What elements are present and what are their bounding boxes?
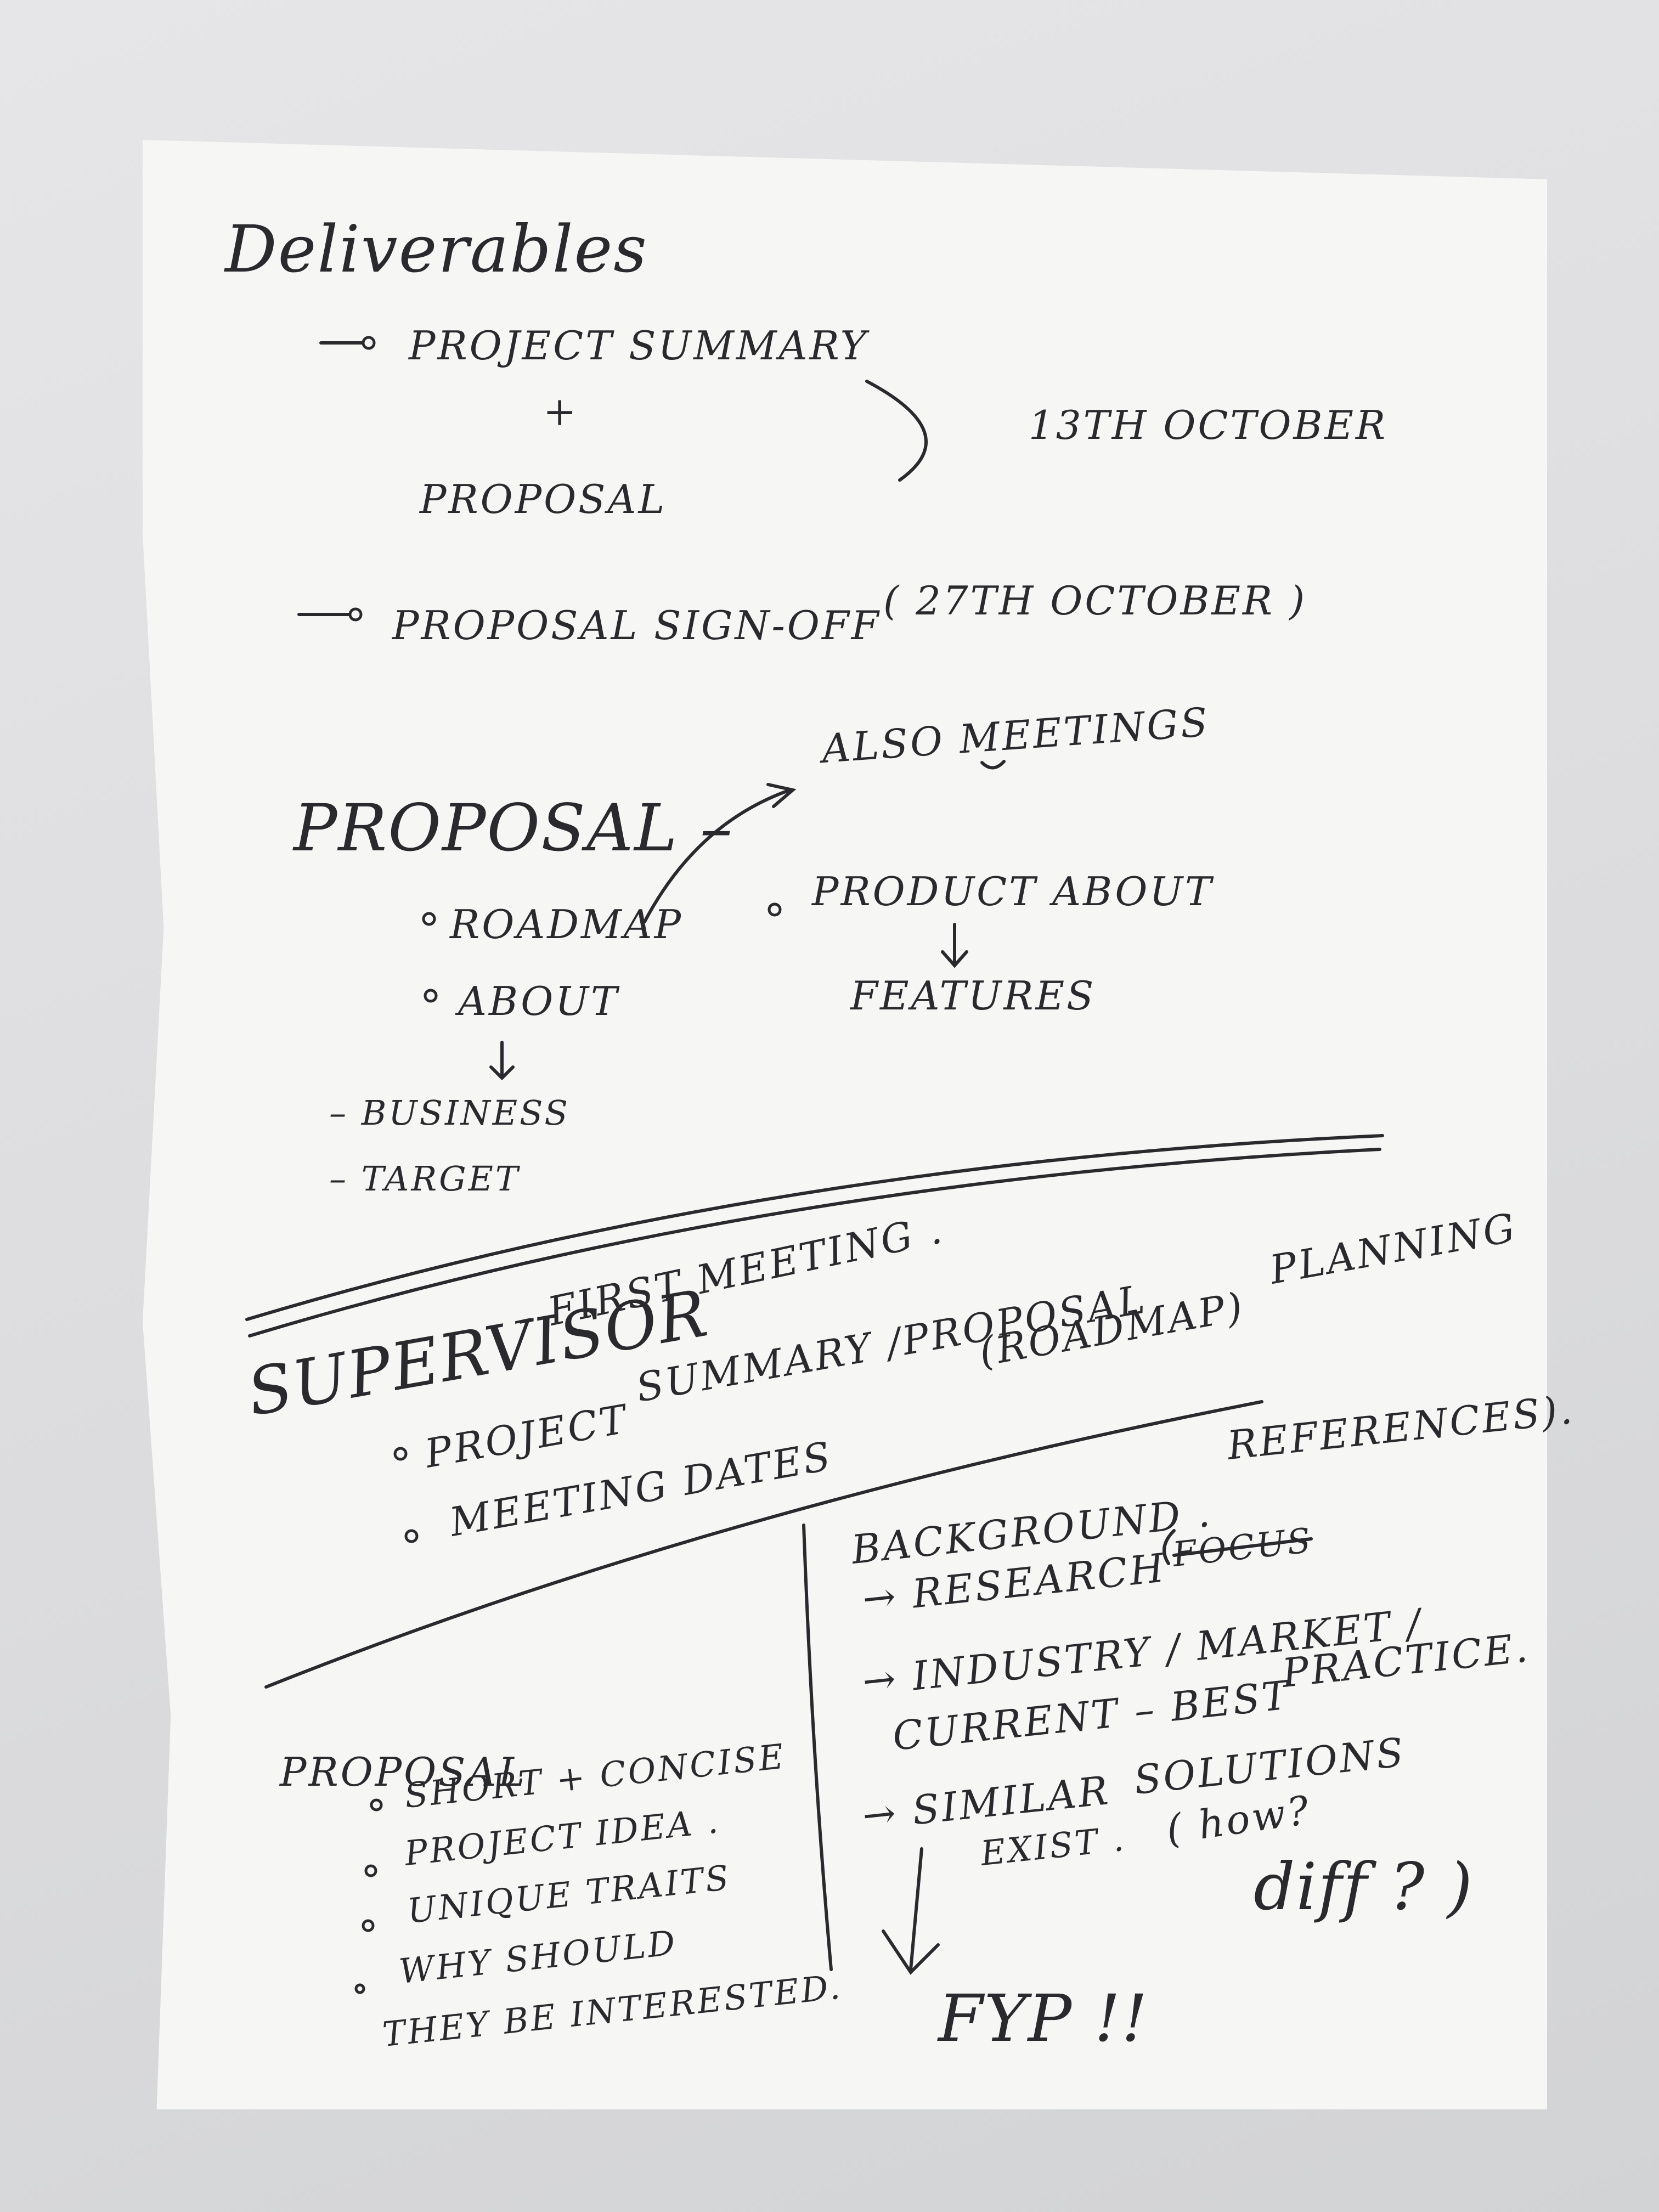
diff-text: diff ? ): [1254, 1849, 1474, 1925]
bullet-icon: [393, 1447, 408, 1461]
divider-line: [264, 1400, 1263, 1689]
bullet-icon: [354, 1983, 365, 1994]
project-summary-text: PROJECT SUMMARY: [408, 323, 870, 369]
bullet-icon: [424, 989, 438, 1003]
why-should-text: WHY SHOULD: [397, 1922, 679, 1991]
bullet-icon: [362, 336, 376, 350]
business-text: – BUSINESS: [329, 1093, 570, 1133]
date-27th-october: ( 27TH OCTOBER ): [883, 578, 1307, 624]
proposal-sign-off-text: PROPOSAL SIGN-OFF: [391, 602, 881, 648]
divider-line: [248, 1148, 1381, 1338]
product-about-text: PRODUCT ABOUT: [811, 868, 1214, 915]
project-text: PROJECT: [420, 1396, 632, 1477]
bullet-icon: [364, 1864, 377, 1877]
deliverables-heading: Deliverables: [224, 211, 648, 287]
divider-line: [245, 1134, 1384, 1321]
references-text: REFERENCES).: [1224, 1386, 1576, 1469]
plus-text: +: [543, 388, 578, 435]
paper-sheet: [143, 140, 1547, 2109]
fyp-text: FYP !!: [937, 1980, 1149, 2056]
arrow-head-icon: [766, 783, 797, 808]
down-arrow-icon: [882, 1847, 940, 1975]
bullet-icon: [422, 912, 436, 926]
underline-mark: [980, 760, 1006, 770]
about-text: ABOUT: [455, 978, 620, 1024]
date-13th-october: 13TH OCTOBER: [1029, 402, 1387, 448]
exist-text: EXIST .: [978, 1819, 1127, 1874]
short-concise-text: SHORT + CONCISE: [403, 1736, 788, 1816]
bullet-icon: [348, 607, 363, 622]
down-arrow-icon: [489, 1041, 515, 1081]
bullet-icon: [362, 1919, 375, 1932]
target-text: – TARGET: [329, 1159, 521, 1199]
paren-mark: [1163, 1529, 1176, 1565]
bullet-icon: [768, 902, 782, 917]
strikethrough-mark: [1172, 1537, 1313, 1557]
features-text: FEATURES: [849, 973, 1096, 1019]
curved-arrow-icon: [643, 788, 792, 923]
also-meetings-text: ALSO MEETINGS: [817, 699, 1211, 772]
vertical-divider: [802, 1523, 833, 1971]
proposal-top-heading: PROPOSAL –: [292, 790, 733, 866]
bullet-icon: [404, 1529, 419, 1543]
planning-text: PLANNING: [1265, 1204, 1520, 1293]
roadmap-text: ROADMAP: [449, 901, 683, 947]
proposal-text: PROPOSAL: [419, 476, 667, 522]
down-arrow-icon: [941, 923, 968, 968]
bracket-icon: [865, 380, 928, 482]
proposal-bottom-heading: PROPOSAL: [279, 1749, 527, 1795]
bullet-icon: [370, 1798, 383, 1812]
